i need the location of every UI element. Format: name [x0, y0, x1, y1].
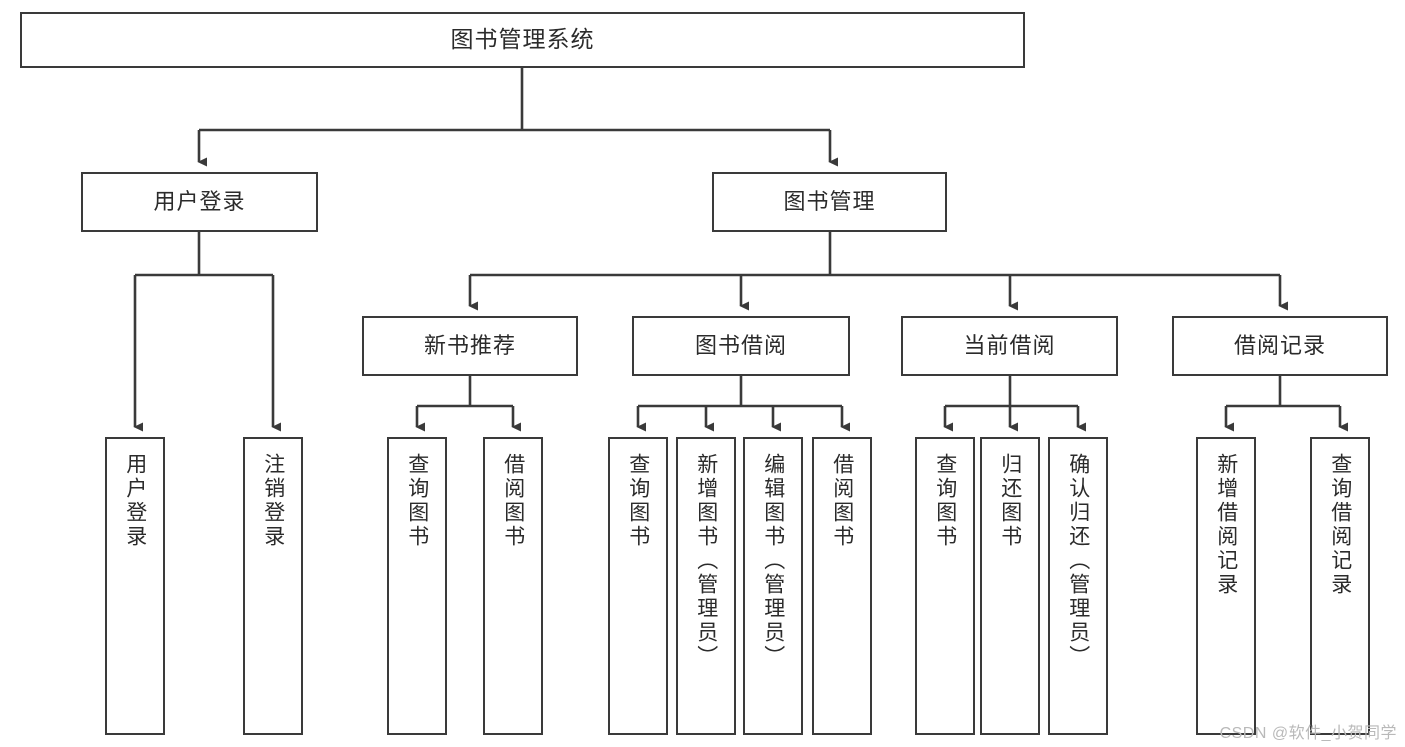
node-root-system[interactable]: 图书管理系统 — [20, 12, 1025, 68]
leaf-user-login-logout[interactable]: 注销登录 — [243, 437, 303, 735]
node-user-login[interactable]: 用户登录 — [81, 172, 318, 232]
leaf-label: 确认归还（管理员） — [1066, 453, 1090, 669]
leaf-current-return-book[interactable]: 归还图书 — [980, 437, 1040, 735]
node-current-borrow[interactable]: 当前借阅 — [901, 316, 1118, 376]
leaf-current-confirm-return[interactable]: 确认归还（管理员） — [1048, 437, 1108, 735]
leaf-label: 借阅图书 — [830, 453, 854, 549]
leaf-record-add-record[interactable]: 新增借阅记录 — [1196, 437, 1256, 735]
leaf-recommend-borrow-book[interactable]: 借阅图书 — [483, 437, 543, 735]
leaf-label: 编辑图书（管理员） — [761, 453, 785, 669]
leaf-borrow-borrow-book[interactable]: 借阅图书 — [812, 437, 872, 735]
node-new-book-recommend[interactable]: 新书推荐 — [362, 316, 578, 376]
leaf-label: 注销登录 — [261, 453, 285, 549]
node-borrow-record[interactable]: 借阅记录 — [1172, 316, 1388, 376]
leaf-label: 新增借阅记录 — [1214, 453, 1238, 597]
leaf-label: 借阅图书 — [501, 453, 525, 549]
leaf-label: 用户登录 — [123, 453, 147, 549]
node-book-borrow[interactable]: 图书借阅 — [632, 316, 850, 376]
node-book-management[interactable]: 图书管理 — [712, 172, 947, 232]
csdn-watermark: CSDN @软件_小贺同学 — [1219, 725, 1397, 742]
leaf-record-query-record[interactable]: 查询借阅记录 — [1310, 437, 1370, 735]
leaf-label: 查询图书 — [405, 453, 429, 549]
leaf-label: 查询借阅记录 — [1328, 453, 1352, 597]
leaf-label: 新增图书（管理员） — [694, 453, 718, 669]
leaf-borrow-add-book[interactable]: 新增图书（管理员） — [676, 437, 736, 735]
leaf-current-query-book[interactable]: 查询图书 — [915, 437, 975, 735]
leaf-borrow-query-book[interactable]: 查询图书 — [608, 437, 668, 735]
leaf-recommend-query-book[interactable]: 查询图书 — [387, 437, 447, 735]
leaf-borrow-edit-book[interactable]: 编辑图书（管理员） — [743, 437, 803, 735]
leaf-label: 归还图书 — [998, 453, 1022, 549]
leaf-label: 查询图书 — [933, 453, 957, 549]
leaf-user-login-login[interactable]: 用户登录 — [105, 437, 165, 735]
leaf-label: 查询图书 — [626, 453, 650, 549]
